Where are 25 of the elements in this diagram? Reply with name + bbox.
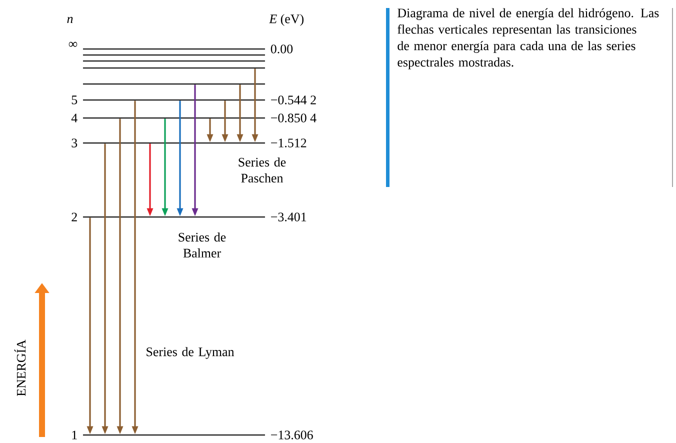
energy-value: 0.00 [270,44,293,54]
level-number: 1 [72,430,77,440]
axis-label: n [67,16,73,24]
energy-value: −0.544 2 [271,96,316,104]
level-number: 2 [72,212,77,222]
axis-label: E (eV) [269,14,304,26]
energy-value: −3.401 [271,212,306,222]
level-number: 3 [72,138,78,148]
energy-value: −0.850 4 [271,114,316,122]
level-number: 4 [71,114,78,122]
energy-value: −13.606 [271,430,313,440]
energy-level-line [83,142,265,144]
energy-level-line [83,216,265,218]
energy-level-line [83,54,265,56]
axis-label: ENERGÍA [14,340,26,396]
caption-text: Diagrama de nivel de energía del hidrógeno. Las flechas verticales representan las transiciones de menor energía para cada una de las series espectrales mostradas. [398,8,659,70]
energy-level-line [83,434,265,436]
series-label: Series de Lyman [146,347,234,359]
level-number: ∞ [68,42,78,47]
energy-value: −1.512 [271,138,306,148]
level-number: 5 [72,96,78,104]
series-label: Series de Paschen [238,157,286,183]
series-label: Series de Balmer [178,232,226,258]
energy-level-line [83,48,265,50]
energy-level-line [83,60,265,62]
